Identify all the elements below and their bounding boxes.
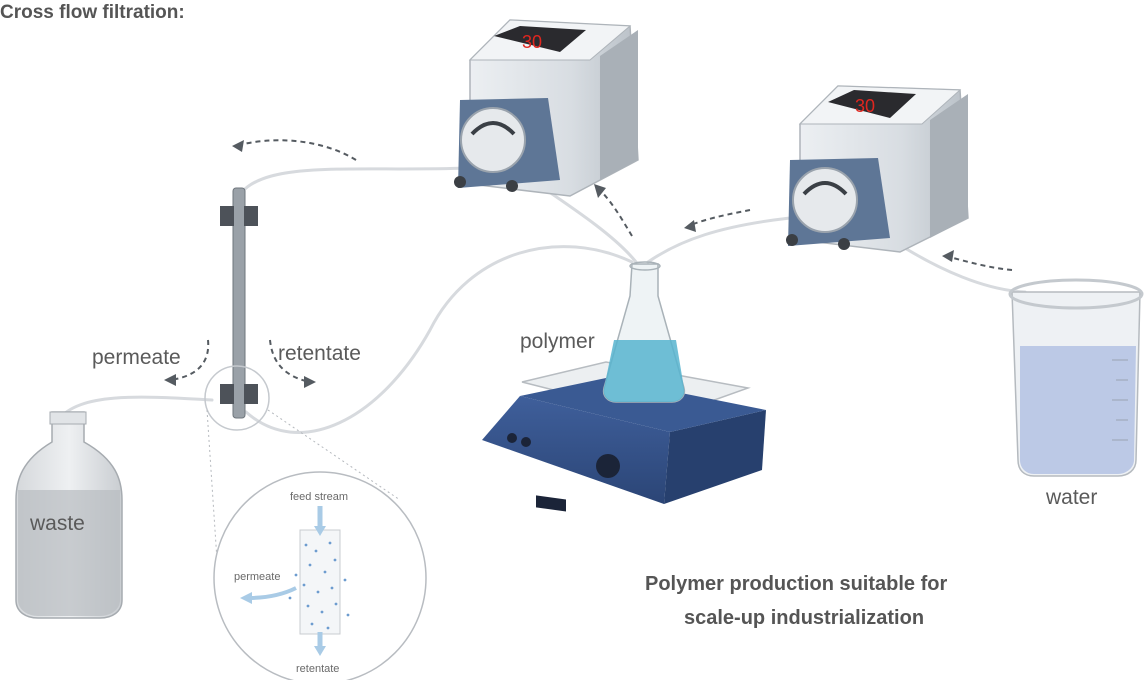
inset-permeate-label: permeate: [234, 571, 280, 583]
pump-left-display-value: 30: [522, 32, 542, 52]
caption-line-1: Polymer production suitable for: [645, 573, 947, 595]
inset-projection-lines: [206, 409, 401, 561]
erlenmeyer-flask: [602, 261, 686, 403]
waste-bottle: [15, 411, 123, 619]
magnifier-ring: [204, 365, 270, 431]
diagram-title: Cross flow filtration:: [0, 2, 185, 23]
polymer-label: polymer: [520, 330, 595, 353]
peristaltic-pump-left: 30: [454, 19, 639, 197]
pump-right-display-value: 30: [855, 96, 875, 116]
waste-label: waste: [29, 512, 85, 535]
filtration-column: [204, 187, 270, 431]
inset-membrane-detail: feed stream permeate retentate: [213, 471, 427, 680]
flow-arrow-heads: [164, 140, 954, 388]
inset-retentate-label: retentate: [296, 663, 339, 675]
retentate-label: retentate: [278, 342, 361, 365]
water-beaker: [1008, 278, 1144, 477]
pump-display-panel: [494, 26, 586, 52]
water-label: water: [1045, 486, 1097, 509]
caption-line-2: scale-up industrialization: [684, 607, 924, 629]
inset-feed-stream-label: feed stream: [290, 491, 348, 503]
permeate-label: permeate: [92, 346, 181, 369]
peristaltic-pump-right: 30: [786, 85, 969, 253]
